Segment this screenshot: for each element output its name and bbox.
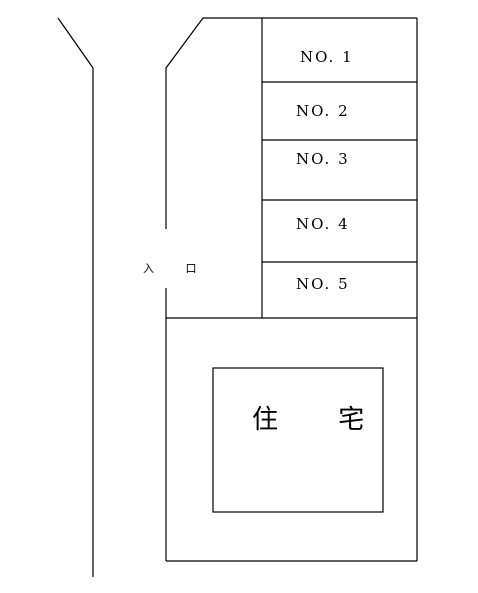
left-road-edge (57, 17, 94, 577)
parking-slot-label-2: NO. 2 (296, 102, 350, 120)
parking-slot-label-4: NO. 4 (296, 215, 350, 233)
parking-slot-label-1: NO. 1 (300, 48, 354, 66)
house-label: 住 宅 (252, 405, 390, 435)
lot-left-edge-upper (165, 17, 417, 229)
house-building (212, 367, 384, 513)
parking-slot-label-5: NO. 5 (296, 275, 350, 293)
entrance-label: 入 口 (143, 262, 211, 275)
parking-slot-label-3: NO. 3 (296, 150, 350, 168)
